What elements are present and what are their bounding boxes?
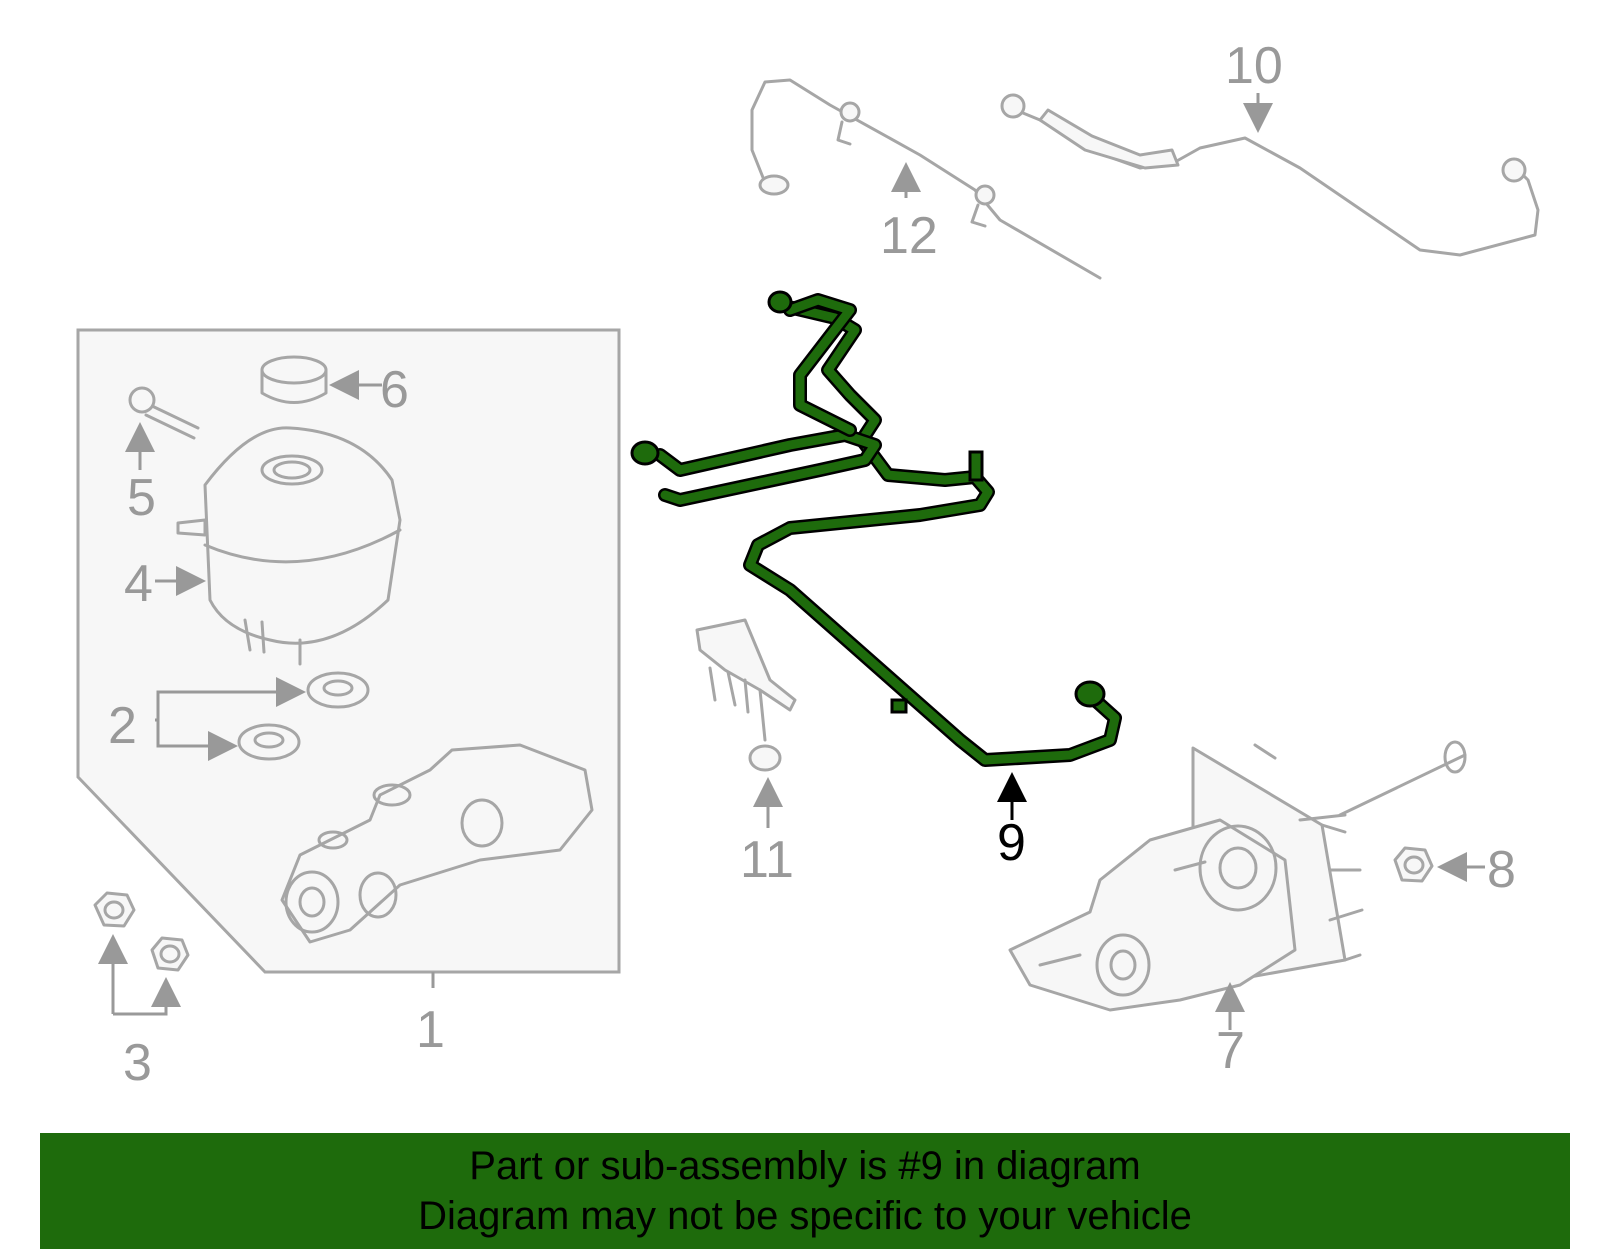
mounting-nuts [93,891,190,972]
reservoir-cap [260,355,328,404]
callout-9: 9 [997,814,1026,872]
callout-5: 5 [127,469,156,527]
callout-8: 8 [1487,841,1516,899]
vacuum-hose-highlighted [630,290,1122,767]
banner-line-2: Diagram may not be specific to your vehi… [418,1194,1192,1238]
brake-line-12 [750,78,1102,280]
callout-1: 1 [416,1001,445,1059]
reservoir-bolt [128,386,200,440]
sensor [695,618,797,772]
reservoir-seals [237,671,370,761]
reservoir [176,426,402,666]
callout-4: 4 [124,555,153,613]
banner-line-1: Part or sub-assembly is #9 in diagram [469,1144,1141,1188]
callout-6: 6 [380,361,409,419]
master-cylinder [280,743,594,944]
callout-2: 2 [108,697,137,755]
callout-10: 10 [1225,37,1283,95]
info-banner: Part or sub-assembly is #9 in diagram Di… [40,1133,1570,1249]
brake-line-10 [1000,93,1540,257]
booster-nut [1393,846,1434,883]
callout-7: 7 [1216,1022,1245,1080]
callout-12: 12 [880,207,938,265]
callout-3: 3 [123,1034,152,1092]
brake-booster [1008,740,1467,1012]
callout-11: 11 [740,831,794,889]
